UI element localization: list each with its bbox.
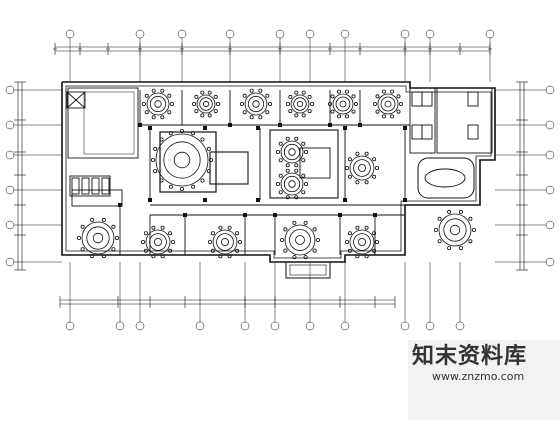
room-partitions [119, 90, 410, 255]
axis-grid-lines [5, 29, 555, 331]
fixture-symbols [118, 123, 407, 217]
round-dining-tables [77, 88, 476, 260]
side-dimension-chains [14, 81, 528, 271]
watermark-panel [408, 340, 560, 420]
watermark-url: www.znzmo.com [432, 370, 525, 383]
watermark-title: 知末资料库 [412, 344, 528, 369]
